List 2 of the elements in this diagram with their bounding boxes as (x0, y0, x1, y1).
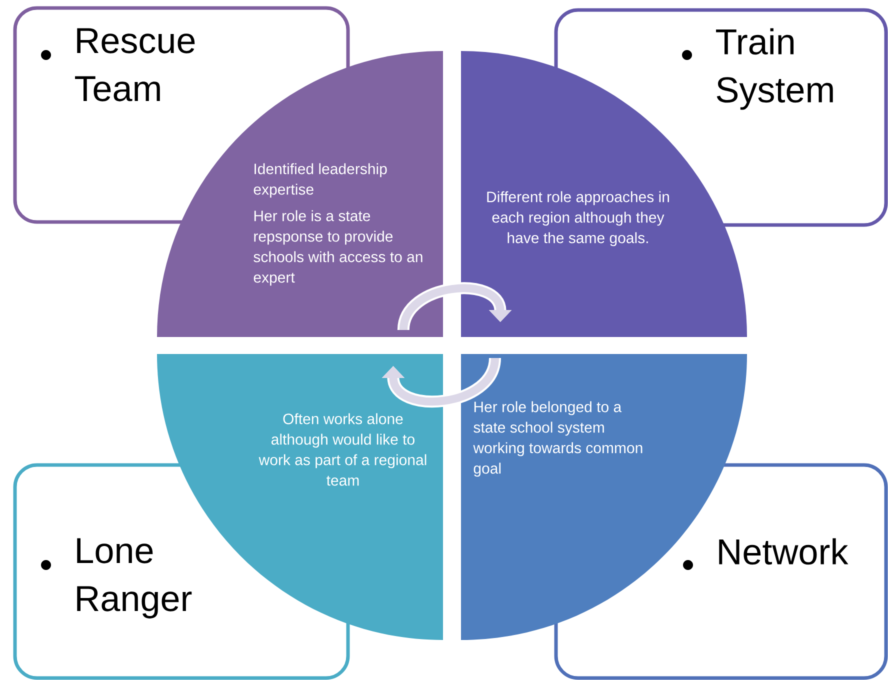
cycle-arrow (382, 357, 501, 408)
cycle-arrow (398, 282, 512, 332)
